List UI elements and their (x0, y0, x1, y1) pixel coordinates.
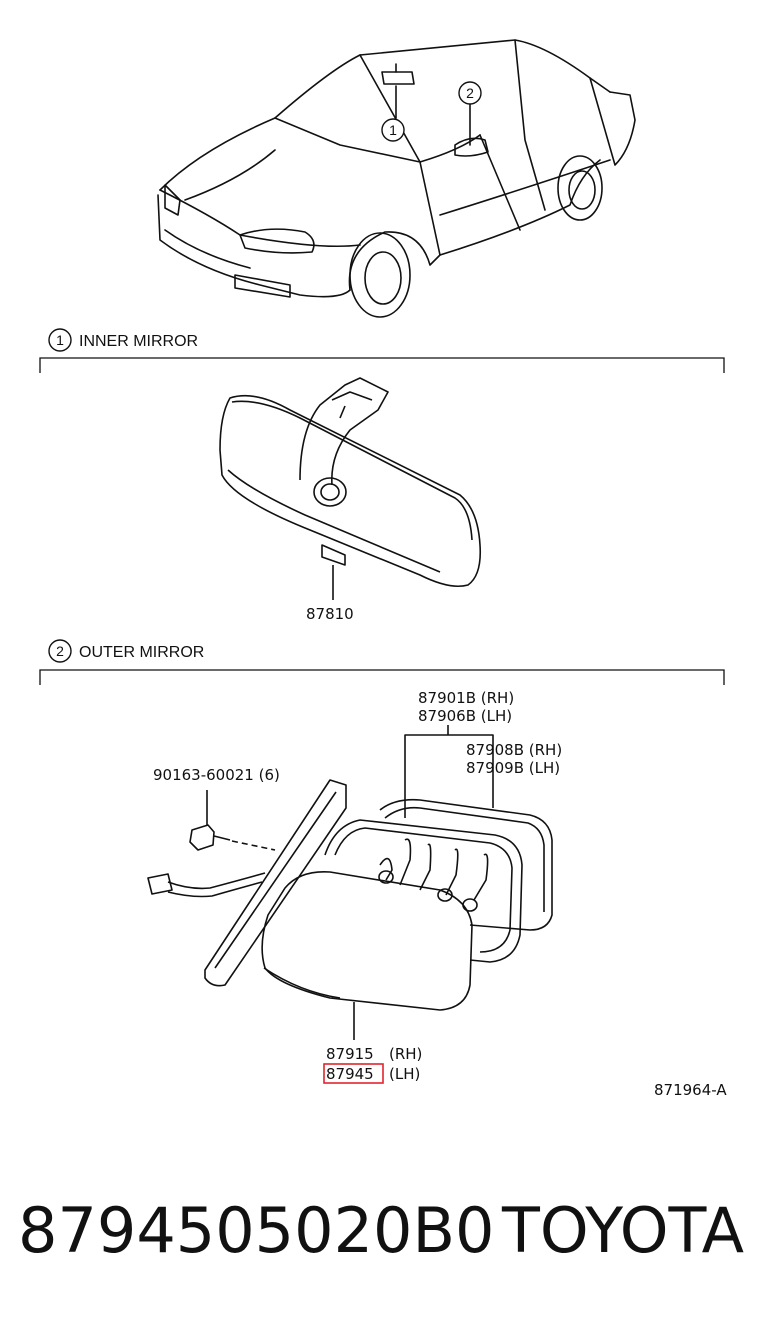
svg-text:1: 1 (389, 122, 397, 138)
part-87909b-label: 87909B (LH) (466, 759, 560, 777)
part-87945-number: 87945 (326, 1065, 374, 1083)
svg-text:OUTER MIRROR: OUTER MIRROR (79, 644, 204, 661)
part-90163-label: 90163-60021 (6) (153, 766, 280, 784)
part-87945-label[interactable]: 87945 (323, 1063, 384, 1084)
part-87945-side: (LH) (389, 1065, 420, 1083)
footer-brand: TOYOTA (501, 1194, 744, 1267)
footer: 8794505020B0 TOYOTA (0, 1190, 760, 1290)
callout-1: 1 (381, 118, 405, 142)
highlight-box (323, 1063, 384, 1084)
part-87901b-label: 87901B (RH) (418, 689, 514, 707)
footer-part-number: 8794505020B0 (18, 1194, 495, 1267)
section-inner-mirror-header: 1 INNER MIRROR (39, 328, 725, 373)
svg-text:INNER MIRROR: INNER MIRROR (79, 333, 198, 350)
svg-text:2: 2 (466, 85, 474, 101)
callout-2: 2 (458, 81, 482, 105)
car-illustration (157, 39, 636, 318)
svg-text:1: 1 (56, 332, 64, 348)
svg-text:2: 2 (56, 643, 64, 659)
part-87915-side: (RH) (389, 1045, 422, 1063)
part-87810-label: 87810 (306, 605, 354, 623)
parts-diagram: 1 2 1 INNER MIRROR 87810 2 OUTER MIRROR (39, 39, 727, 1099)
part-87908b-label: 87908B (RH) (466, 741, 562, 759)
section-outer-mirror-header: 2 OUTER MIRROR (39, 639, 725, 685)
diagram-code: 871964-A (654, 1081, 727, 1099)
inner-mirror-illustration (219, 377, 482, 600)
part-87915-number: 87915 (326, 1045, 374, 1063)
part-87906b-label: 87906B (LH) (418, 707, 512, 725)
outer-mirror-illustration (147, 725, 553, 1040)
